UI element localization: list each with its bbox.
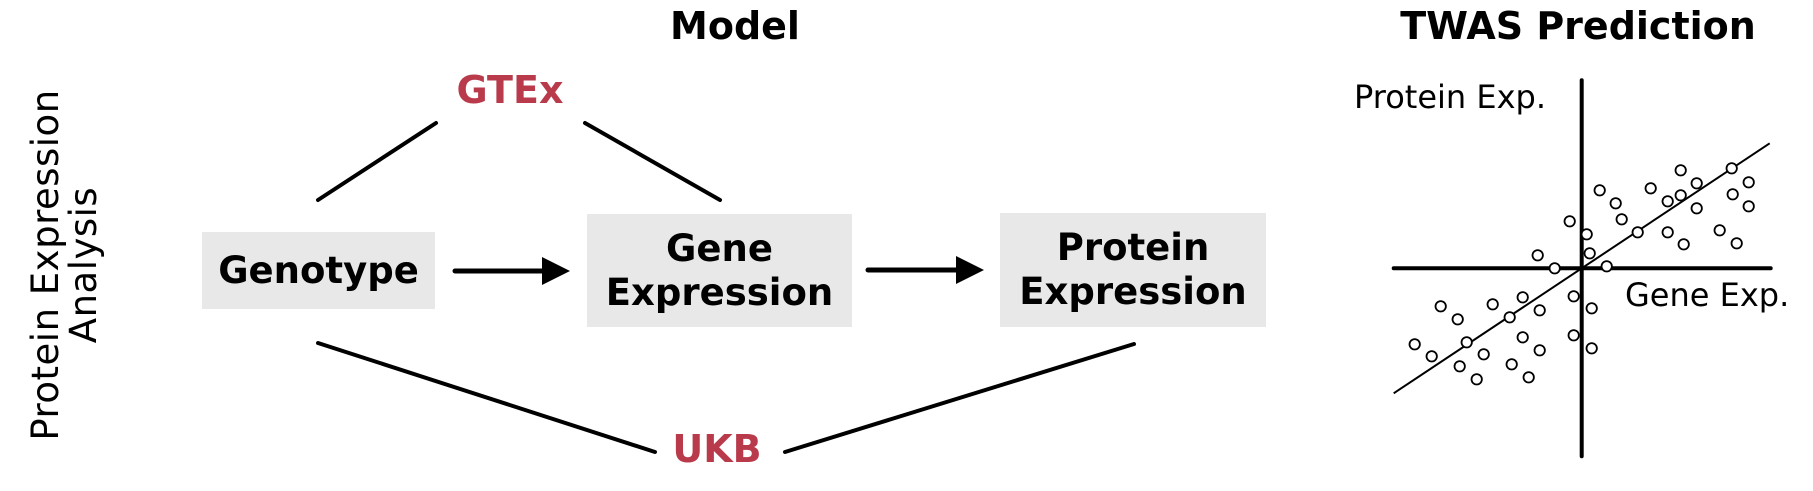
data-point-22 (1531, 249, 1544, 262)
data-point-20 (1730, 237, 1743, 250)
regression-line (1393, 142, 1771, 395)
data-point-9 (1609, 197, 1622, 210)
data-point-19 (1677, 238, 1690, 251)
link-gtex-gene-expression (583, 121, 722, 202)
data-point-16 (1631, 226, 1644, 239)
data-point-4 (1690, 177, 1703, 190)
data-point-10 (1726, 188, 1739, 201)
data-point-3 (1742, 176, 1755, 189)
arrow-gene-expression-to-protein-expression (865, 256, 984, 284)
data-point-13 (1615, 213, 1628, 226)
data-point-36 (1408, 338, 1421, 351)
data-point-32 (1503, 311, 1516, 324)
data-point-30 (1434, 300, 1447, 313)
data-point-2 (1725, 162, 1738, 175)
node-protein-expression-line1: Protein (1056, 226, 1210, 269)
node-genotype-label: Genotype (218, 248, 419, 292)
data-point-15 (1580, 228, 1593, 241)
node-protein-expression-line2: Expression (1019, 270, 1247, 313)
data-point-24 (1600, 260, 1613, 273)
data-point-14 (1563, 215, 1576, 228)
data-point-28 (1533, 304, 1546, 317)
data-point-11 (1742, 200, 1755, 213)
link-ukb-genotype (316, 341, 657, 454)
node-gene-expression: Gene Expression (587, 214, 852, 327)
data-point-33 (1460, 336, 1473, 349)
data-point-27 (1585, 302, 1598, 315)
data-point-23 (1548, 262, 1561, 275)
data-point-38 (1477, 348, 1490, 361)
data-point-39 (1533, 344, 1546, 357)
data-point-21 (1583, 247, 1596, 260)
data-point-31 (1451, 313, 1464, 326)
data-point-42 (1505, 358, 1518, 371)
data-point-37 (1425, 350, 1438, 363)
x-axis-label: Gene Exp. (1625, 276, 1790, 314)
data-point-1 (1674, 164, 1687, 177)
y-axis-label: Protein Exp. (1354, 78, 1546, 116)
scatter-points (1408, 162, 1755, 386)
model-arrows (452, 256, 984, 285)
node-protein-expression: Protein Expression (1000, 213, 1266, 327)
node-gene-expression-line2: Expression (605, 270, 834, 314)
model-title: Model (670, 4, 800, 48)
data-point-8 (1674, 189, 1687, 202)
source-gtex: GTEx (456, 68, 564, 112)
data-point-35 (1567, 329, 1580, 342)
source-ukb: UKB (672, 427, 762, 471)
data-point-43 (1470, 373, 1483, 386)
data-point-44 (1522, 371, 1535, 384)
data-point-12 (1690, 202, 1703, 215)
arrow-genotype-to-gene-expression (452, 257, 570, 285)
data-point-40 (1585, 342, 1598, 355)
data-point-5 (1644, 182, 1657, 195)
node-gene-expression-line1: Gene (666, 226, 773, 270)
data-point-18 (1713, 224, 1726, 237)
link-ukb-protein-expression (783, 342, 1136, 454)
data-point-7 (1661, 195, 1674, 208)
arrow-head (956, 256, 984, 284)
data-point-41 (1453, 360, 1466, 373)
data-point-25 (1516, 291, 1529, 304)
data-point-6 (1593, 184, 1606, 197)
link-gtex-genotype (316, 121, 438, 202)
model-links (316, 121, 1136, 454)
node-genotype: Genotype (202, 232, 435, 309)
data-point-17 (1661, 226, 1674, 239)
data-point-34 (1516, 331, 1529, 344)
data-point-26 (1567, 290, 1580, 303)
arrow-head (542, 257, 570, 285)
twas-scatter-plot (1391, 78, 1773, 459)
data-point-29 (1486, 298, 1499, 311)
twas-title: TWAS Prediction (1400, 4, 1756, 48)
